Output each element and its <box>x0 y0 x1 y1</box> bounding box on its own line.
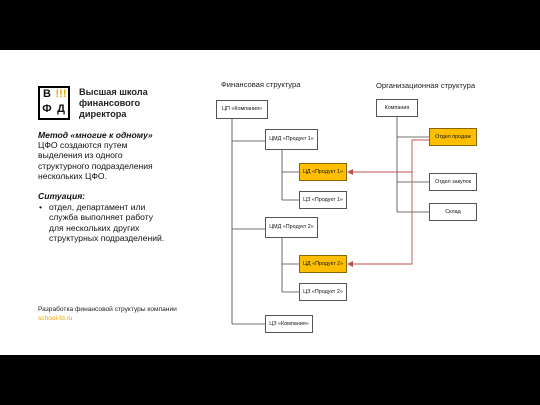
node-cmd-product1: ЦМД «Продукт 1» <box>265 129 318 150</box>
footer-text: Разработка финансовой структуры компании <box>38 306 177 313</box>
connector-lines <box>231 117 429 325</box>
node-cmd-product2: ЦМД «Продукт 2» <box>265 217 318 238</box>
method-description: Метод «многие к одному» ЦФО создаются пу… <box>38 130 168 243</box>
node-purchase-dept: Отдел закупок <box>429 173 477 191</box>
financial-structure-title: Финансовая структура <box>221 80 301 89</box>
node-cp-company: ЦП «Компания» <box>216 100 268 119</box>
node-org-company: Компания <box>376 99 418 117</box>
logo-letter-tr: !!! <box>55 88 67 100</box>
arrow-sales-to-cd1 <box>347 139 429 175</box>
method-text: ЦФО создаются путем выделения из одного … <box>38 140 153 181</box>
school-name: Высшая школа финансового директора <box>79 87 148 119</box>
org-structure-title: Организационная структура <box>376 81 476 90</box>
footer: Разработка финансовой структуры компании… <box>38 306 178 323</box>
node-sales-dept: Отдел продаж <box>429 128 477 146</box>
node-cd-product2: ЦД «Продукт 2» <box>299 255 347 273</box>
node-cz-product1: ЦЗ «Продукт 1» <box>299 191 347 209</box>
logo-letter-br: Д <box>57 103 65 115</box>
node-cz-product2: ЦЗ «Продукт 2» <box>299 283 347 301</box>
logo-letter-tl: В <box>43 88 51 100</box>
situation-list: отдел, департамент или служба выполняет … <box>38 202 168 243</box>
node-warehouse: Склад <box>429 203 477 221</box>
situation-heading: Ситуация: <box>38 191 86 202</box>
footer-link[interactable]: school-fd.ru <box>38 315 73 322</box>
node-cd-product1: ЦД «Продукт 1» <box>299 163 347 181</box>
logo-letter-bl: Ф <box>42 103 52 115</box>
arrow-sales-to-cd2 <box>347 172 413 267</box>
school-logo: В !!! Ф Д <box>38 86 70 120</box>
method-heading: Метод «многие к одному» <box>38 130 153 140</box>
situation-bullet: отдел, департамент или служба выполняет … <box>38 202 168 243</box>
node-cz-company: ЦЗ «Компания» <box>265 315 313 333</box>
slide: В !!! Ф Д Высшая школа финансового дирек… <box>0 50 540 355</box>
